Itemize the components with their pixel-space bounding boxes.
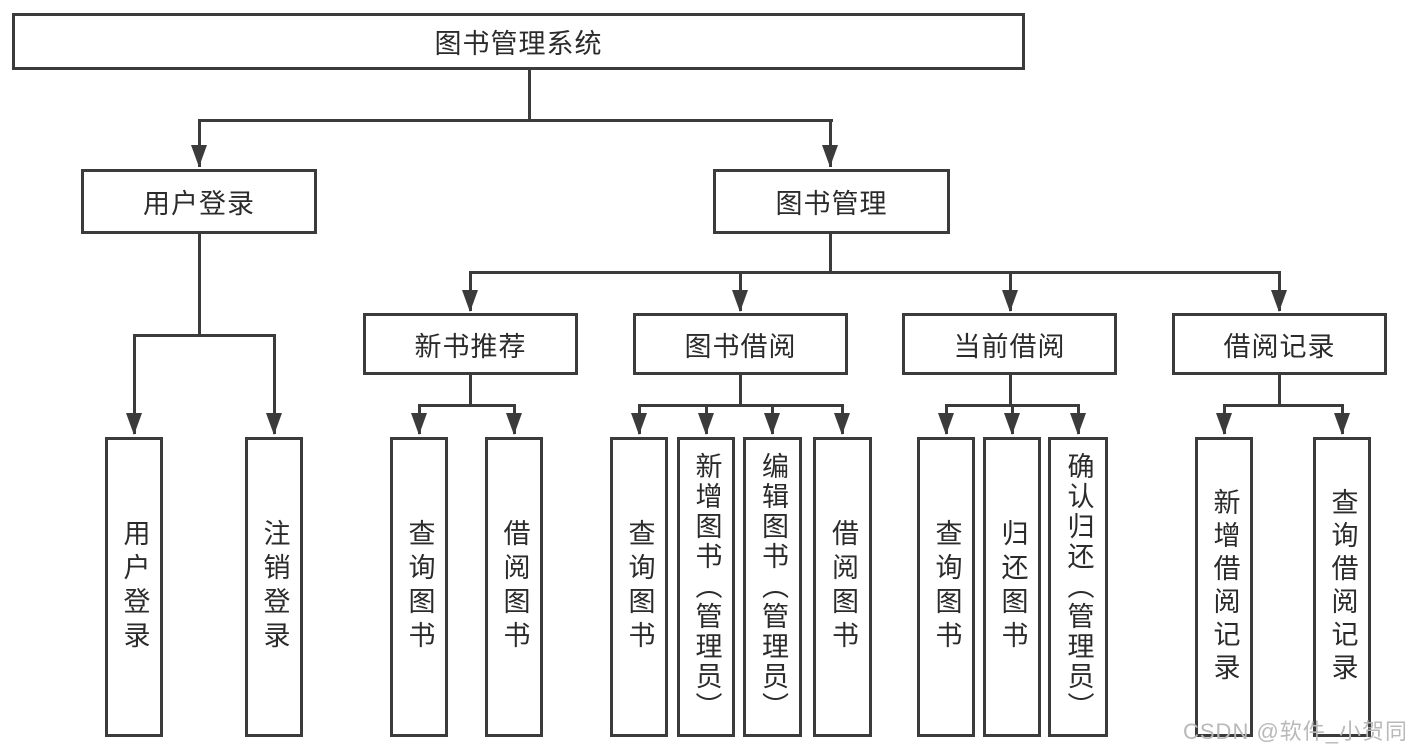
arrow-down-icon: [411, 413, 427, 435]
node-book-borrow-label: 图书借阅: [684, 331, 797, 362]
connector-line: [133, 334, 276, 337]
arrow-down-icon: [938, 413, 954, 435]
leaf-add-borrow-record-label: 新增借阅记录: [1209, 488, 1240, 686]
arrow-down-icon: [1070, 413, 1086, 435]
leaf-query-books-current-label: 查询图书: [931, 519, 962, 655]
leaf-add-borrow-record: 新增借阅记录: [1195, 437, 1253, 737]
arrow-down-icon: [822, 145, 838, 167]
connector-line: [739, 375, 742, 406]
node-book-borrow: 图书借阅: [633, 313, 848, 375]
leaf-add-book-admin: 新增图书（管理员）: [677, 437, 735, 737]
leaf-user-login-label: 用户登录: [119, 519, 150, 655]
leaf-query-books-current: 查询图书: [917, 437, 975, 737]
arrow-down-icon: [266, 413, 282, 435]
connector-line: [528, 68, 531, 121]
arrow-down-icon: [631, 413, 647, 435]
leaf-query-books-recommend: 查询图书: [390, 437, 448, 737]
leaf-return-book: 归还图书: [983, 437, 1041, 737]
arrow-down-icon: [732, 290, 748, 312]
connector-line: [1009, 375, 1012, 406]
connector-line: [133, 334, 136, 434]
node-borrow-records-label: 借阅记录: [1223, 331, 1336, 362]
node-root: 图书管理系统: [12, 13, 1025, 70]
node-new-book-recommend-label: 新书推荐: [414, 331, 527, 362]
watermark-text: CSDN @软件_小贺同学: [1183, 719, 1405, 744]
leaf-borrow-books-borrow-label: 借阅图书: [828, 519, 859, 655]
connector-line: [1278, 375, 1281, 406]
arrow-down-icon: [506, 413, 522, 435]
arrow-down-icon: [126, 413, 142, 435]
leaf-query-books-borrow-label: 查询图书: [624, 519, 655, 655]
arrow-down-icon: [191, 145, 207, 167]
leaf-query-borrow-record: 查询借阅记录: [1313, 437, 1371, 737]
arrow-down-icon: [1002, 290, 1018, 312]
arrow-down-icon: [1334, 413, 1350, 435]
leaf-edit-book-admin-label: 编辑图书（管理员）: [758, 452, 789, 722]
arrow-down-icon: [1216, 413, 1232, 435]
arrow-down-icon: [462, 290, 478, 312]
connector-line: [469, 271, 1281, 274]
leaf-add-book-admin-label: 新增图书（管理员）: [691, 452, 722, 722]
node-user-login-label: 用户登录: [143, 189, 255, 219]
leaf-confirm-return-admin: 确认归还（管理员）: [1048, 437, 1108, 737]
arrow-down-icon: [698, 413, 714, 435]
connector-line: [638, 404, 844, 407]
node-book-management: 图书管理: [713, 169, 950, 234]
leaf-logout-label: 注销登录: [259, 519, 290, 655]
connector-line: [829, 119, 832, 167]
arrow-down-icon: [834, 413, 850, 435]
node-borrow-records: 借阅记录: [1172, 313, 1387, 375]
node-current-borrow-label: 当前借阅: [953, 331, 1066, 362]
leaf-borrow-books-recommend-label: 借阅图书: [499, 519, 530, 655]
connector-line: [198, 119, 833, 122]
arrow-down-icon: [1271, 290, 1287, 312]
connector-line: [418, 404, 516, 407]
leaf-query-books-recommend-label: 查询图书: [404, 519, 435, 655]
leaf-query-books-borrow: 查询图书: [610, 437, 668, 737]
node-user-login: 用户登录: [81, 169, 317, 234]
leaf-logout: 注销登录: [245, 437, 303, 737]
connector-line: [198, 233, 201, 336]
connector-line: [829, 233, 832, 274]
node-current-borrow: 当前借阅: [902, 313, 1117, 375]
leaf-edit-book-admin: 编辑图书（管理员）: [743, 437, 802, 737]
node-root-label: 图书管理系统: [434, 29, 603, 59]
node-new-book-recommend: 新书推荐: [363, 313, 578, 375]
arrow-down-icon: [1004, 413, 1020, 435]
leaf-query-borrow-record-label: 查询借阅记录: [1327, 488, 1358, 686]
leaf-return-book-label: 归还图书: [997, 519, 1028, 655]
leaf-borrow-books-recommend: 借阅图书: [485, 437, 543, 737]
connector-line: [198, 119, 201, 167]
connector-line: [469, 375, 472, 406]
node-book-management-label: 图书管理: [775, 189, 888, 219]
leaf-user-login: 用户登录: [105, 437, 163, 737]
leaf-borrow-books-borrow: 借阅图书: [813, 437, 872, 737]
leaf-confirm-return-admin-label: 确认归还（管理员）: [1063, 452, 1094, 722]
connector-line: [1223, 404, 1343, 407]
connector-line: [273, 334, 276, 434]
arrow-down-icon: [764, 413, 780, 435]
